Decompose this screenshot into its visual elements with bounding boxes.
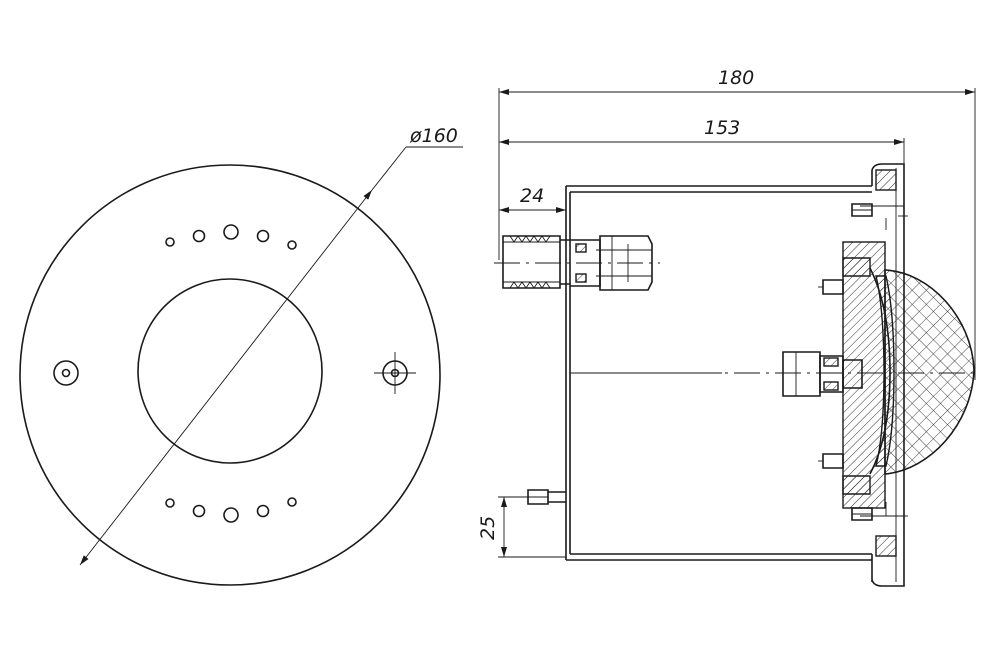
fitting-length-label: 24: [520, 185, 544, 207]
hole: [287, 497, 297, 507]
bottom-stud: [527, 489, 566, 505]
hole: [165, 498, 175, 508]
center-opening-circle: [137, 278, 323, 464]
lens-dome: [869, 267, 975, 475]
inner-cable-fitting: [782, 351, 863, 397]
lower-hole-row: [165, 497, 297, 523]
right-mounting-hole: [374, 352, 416, 394]
flange-outer-circle: [19, 164, 441, 586]
fitting-length-dimension: 24: [499, 185, 566, 213]
side-view: 180 153 24 25: [477, 67, 980, 587]
diameter-label: ø160: [409, 125, 458, 147]
hole: [256, 229, 270, 243]
rear-fitting: [494, 235, 660, 291]
stud-offset-label: 25: [477, 516, 499, 540]
hole: [192, 229, 206, 243]
lamp-studs: [818, 203, 873, 521]
overall-length-label: 180: [718, 67, 754, 89]
body-length-label: 153: [704, 117, 740, 139]
stud-offset-dimension: 25: [477, 496, 566, 558]
hole: [256, 504, 270, 518]
hole: [287, 240, 297, 250]
front-view: ø160: [19, 125, 463, 586]
body-length-dimension: 153: [499, 117, 904, 145]
diameter-dimension: ø160: [79, 125, 463, 566]
overall-length-dimension: 180: [499, 67, 975, 95]
hole: [192, 504, 206, 518]
hole: [223, 224, 239, 240]
upper-hole-row: [165, 224, 297, 250]
left-mounting-hole: [53, 360, 79, 386]
hole: [165, 237, 175, 247]
hole: [223, 507, 239, 523]
